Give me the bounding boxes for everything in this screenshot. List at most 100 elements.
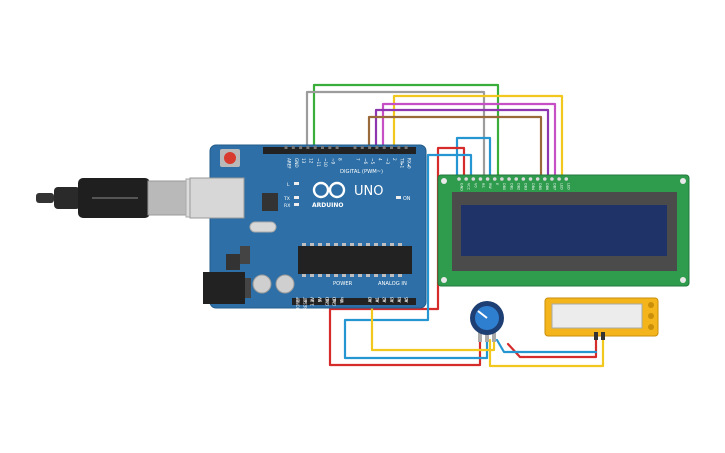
wire-yellow-d2[interactable]: [392, 94, 564, 178]
lcd-pin[interactable]: [550, 177, 554, 181]
header-pin[interactable]: [383, 299, 387, 302]
lcd-pin[interactable]: [514, 177, 518, 181]
header-pin[interactable]: [321, 146, 324, 149]
lcd-pin[interactable]: [492, 177, 497, 181]
wire-pink-d4[interactable]: [381, 102, 557, 178]
header-pin[interactable]: [340, 299, 344, 302]
header-pin[interactable]: [328, 146, 332, 149]
wire-red-sensor[interactable]: [506, 334, 598, 359]
header-pin[interactable]: [325, 299, 329, 302]
lcd-pin-label: RS: [481, 183, 485, 188]
pin-label: ~10: [323, 158, 328, 167]
lcd-pin[interactable]: [478, 177, 483, 181]
header-pin[interactable]: [353, 146, 357, 149]
wire-red-lcd-vcc[interactable]: [328, 146, 482, 367]
lcd-pin[interactable]: [507, 177, 511, 181]
header-pin[interactable]: [306, 146, 310, 149]
header-pin[interactable]: [313, 146, 317, 149]
wire-yellow-a0[interactable]: [370, 298, 496, 352]
board-model: UNO: [354, 184, 383, 199]
header-pin[interactable]: [318, 299, 322, 302]
lcd-pin[interactable]: [564, 177, 569, 181]
tx-led-label: TX: [283, 196, 290, 202]
wire-green[interactable]: [312, 83, 500, 178]
lcd-pin[interactable]: [500, 177, 504, 181]
lcd-pin[interactable]: [457, 177, 461, 181]
header-pin[interactable]: [375, 146, 379, 149]
header-pin[interactable]: [299, 146, 303, 149]
pin-label: RX◂0: [407, 158, 412, 169]
lcd-pin-label: DB2: [517, 183, 521, 190]
header-pin[interactable]: [390, 299, 394, 302]
wire-brown-d6[interactable]: [367, 115, 543, 178]
temperature-sensor-icon[interactable]: [544, 297, 659, 340]
pin-label: 13: [301, 158, 306, 164]
header-pin[interactable]: [296, 299, 300, 302]
lcd-pin[interactable]: [521, 177, 526, 181]
pin-label: 3.3V: [310, 297, 315, 306]
pin-label: A5: [404, 297, 409, 303]
wire-purple-d5[interactable]: [374, 108, 550, 178]
lcd-pin[interactable]: [485, 177, 490, 181]
pin-label: IOREF: [296, 296, 301, 309]
pin-label: 2: [392, 158, 397, 161]
lcd-pin[interactable]: [471, 177, 476, 181]
arduino-board[interactable]: ARDUINO UNO DIGITAL (PWM~) POWER ANALOG …: [189, 144, 427, 310]
lcd-pin-label: DB5: [538, 183, 542, 190]
lcd-pin[interactable]: [535, 177, 540, 181]
lcd-pin[interactable]: [543, 177, 547, 181]
pin-label: ~11: [316, 158, 321, 167]
lcd-pin[interactable]: [528, 177, 533, 181]
wire-blue-pot[interactable]: [495, 338, 598, 354]
pin-label: A3: [390, 297, 395, 303]
header-pin[interactable]: [303, 299, 307, 302]
header-pin[interactable]: [375, 299, 379, 302]
lcd-pin-label: V0: [474, 183, 478, 187]
lcd-pin-label: VCC: [466, 183, 470, 191]
wire-blue-lcd-v0[interactable]: [343, 153, 489, 360]
power-label: POWER: [333, 281, 353, 287]
pin-label: TX▸1: [399, 157, 404, 169]
pin-label: Vin: [339, 297, 344, 304]
header-pin[interactable]: [382, 146, 386, 149]
pin-label: 4: [378, 158, 383, 161]
header-pin[interactable]: [397, 146, 401, 149]
lcd-pin-label: LED: [559, 183, 563, 190]
lcd-pin-label: DB7: [552, 183, 556, 190]
potentiometer-icon[interactable]: [470, 301, 504, 342]
arduino-logo-icon: [312, 181, 346, 199]
lcd-pin[interactable]: [464, 177, 468, 181]
wire-gray[interactable]: [305, 90, 486, 178]
header-pin[interactable]: [368, 299, 372, 302]
lcd-pin[interactable]: [557, 177, 561, 181]
pin-label: 5V: [318, 297, 323, 303]
header-pin[interactable]: [405, 299, 408, 302]
header-pin[interactable]: [311, 299, 315, 302]
wire-blue-lcd-gnd[interactable]: [455, 136, 492, 178]
header-pin[interactable]: [335, 146, 339, 149]
wires: [305, 83, 605, 368]
pin-label: A2: [382, 297, 387, 303]
digital-label: DIGITAL (PWM~): [340, 169, 383, 175]
pin-label: RESET: [303, 296, 308, 309]
header-pin[interactable]: [397, 299, 401, 302]
header-pin[interactable]: [368, 146, 372, 149]
lcd-pin-label: LED: [567, 183, 571, 190]
pin-label: ~6: [363, 158, 368, 165]
header-pin[interactable]: [404, 146, 408, 149]
board-brand: ARDUINO: [312, 202, 343, 209]
pin-label: ~9: [330, 158, 335, 165]
header-pin[interactable]: [284, 146, 288, 149]
analog-label: ANALOG IN: [378, 281, 407, 287]
header-pin[interactable]: [291, 146, 295, 149]
pin-label: GND: [325, 297, 330, 306]
header-pin[interactable]: [360, 146, 364, 149]
header-pin[interactable]: [333, 299, 336, 302]
wire-yellow-sensor[interactable]: [488, 334, 605, 368]
header-pin[interactable]: [390, 146, 393, 149]
lcd-pin-label: GND: [459, 183, 463, 191]
